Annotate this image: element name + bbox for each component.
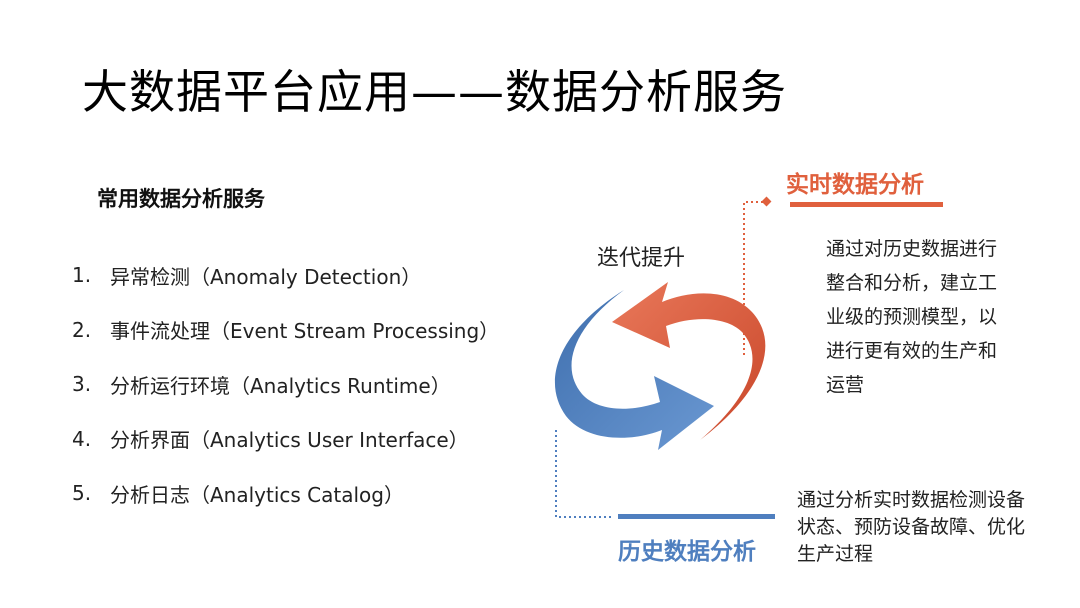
list-item-number: 1. — [72, 263, 92, 288]
slide-title: 大数据平台应用——数据分析服务 — [82, 65, 787, 119]
list-item: 4. 分析界面（Analytics User Interface） — [72, 412, 499, 467]
service-list: 1. 异常检测（Anomaly Detection） 2. 事件流处理（Even… — [72, 248, 499, 521]
services-heading: 常用数据分析服务 — [97, 187, 265, 211]
history-analysis-title: 历史数据分析 — [618, 539, 756, 565]
history-title-overline — [618, 514, 775, 519]
realtime-connector-line — [743, 201, 766, 355]
list-item: 2. 事件流处理（Event Stream Processing） — [72, 303, 499, 358]
realtime-cycle-arrow — [612, 282, 766, 440]
realtime-connector-dot — [761, 196, 772, 207]
iterate-label: 迭代提升 — [597, 246, 686, 271]
list-item-label: 异常检测（Anomaly Detection） — [110, 264, 422, 289]
cycle-arrows-diagram — [554, 196, 772, 518]
list-item-number: 4. — [72, 426, 92, 451]
history-connector-line — [555, 430, 612, 518]
list-item-label: 分析界面（Analytics User Interface） — [110, 428, 469, 453]
realtime-analysis-description: 通过对历史数据进行整合和分析，建立工业级的预测模型，以进行更有效的生产和运营 — [826, 238, 998, 396]
history-analysis-description: 通过分析实时数据检测设备状态、预防设备故障、优化生产过程 — [797, 489, 1026, 565]
list-item: 1. 异常检测（Anomaly Detection） — [72, 248, 499, 303]
list-item-label: 分析日志（Analytics Catalog） — [110, 482, 404, 507]
list-item: 5. 分析日志（Analytics Catalog） — [72, 466, 499, 521]
realtime-title-underline — [790, 202, 943, 207]
list-item-number: 2. — [72, 317, 92, 342]
list-item-label: 分析运行环境（Analytics Runtime） — [110, 373, 451, 398]
history-cycle-arrow — [554, 290, 714, 450]
list-item-number: 5. — [72, 481, 92, 506]
list-item: 3. 分析运行环境（Analytics Runtime） — [72, 357, 499, 412]
realtime-analysis-title: 实时数据分析 — [786, 172, 924, 198]
list-item-label: 事件流处理（Event Stream Processing） — [110, 319, 500, 344]
list-item-number: 3. — [72, 372, 92, 397]
